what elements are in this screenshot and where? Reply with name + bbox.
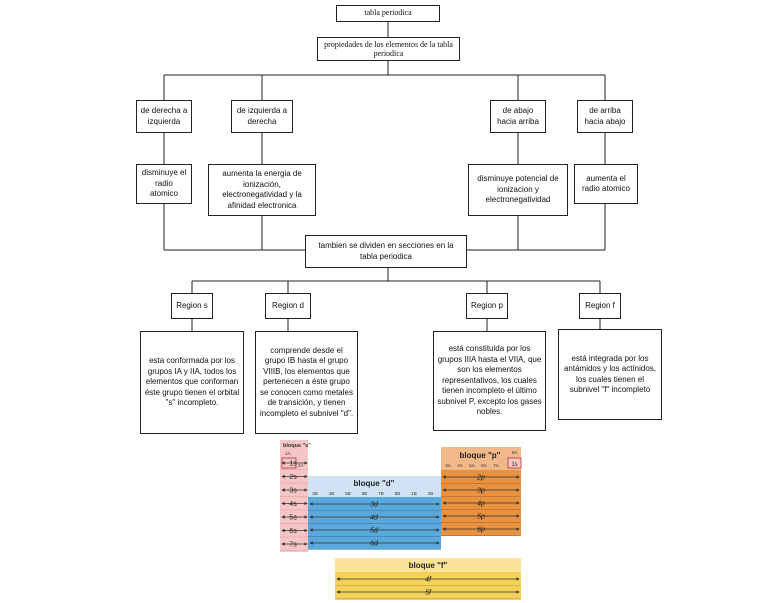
s-row: 7s [281,542,308,549]
region-desc-d: comprende desde el grupo IB hasta el gru… [255,331,358,434]
sections-node: tambien se dividen en secciones en la ta… [305,235,467,268]
d-block: bloque "d" 3B 4B 5B 6B 7B 8B 1B 2B 3d 4d 5d 6d [308,476,441,550]
d-block-title: bloque "d" [354,479,395,488]
d-row: 5d [309,528,440,535]
p-row-label: 6p [477,527,485,534]
p-row: 5p [442,514,520,521]
direction-node-top-bottom: de arriba hacia abajo [577,100,633,133]
direction-node-left-right: de izquierda a derecha [231,100,293,133]
s-row-label: 1s [289,461,297,468]
effect-node-bottom-top: disminuye potencial de ionizacion y elec… [468,164,568,216]
s-row-label: 3s [289,488,297,495]
f-row: 5f [336,590,520,597]
p-block-title: bloque "p" [460,451,501,460]
p-block: bloque "p" 8A 1s 3A 4A 5A 6A 7A 2p 3p 4p 5p 6p [441,447,522,536]
d-group-label: 7B [378,491,384,496]
effect-node-left-right: aumenta la energia de ionización, electr… [208,164,316,216]
f-row-label: 5f [425,590,432,597]
f-row: 4f [336,577,520,584]
region-desc-p: está constituida por los grupos IIIA has… [433,331,546,431]
s-row: 1s [281,461,308,468]
s-row: 6s [281,528,308,535]
p-row-label: 2p [476,475,485,482]
s-row: 4s [281,501,308,508]
p-group-he: 8A [512,450,518,455]
d-group-label: 4B [329,491,335,496]
direction-node-right-left: de derecha a izquierda [136,100,192,133]
s-row: 5s [281,515,308,522]
d-group-label: 2B [428,491,434,496]
d-group-label: 8B [395,491,401,496]
region-node-s: Region s [171,293,213,319]
d-row: 4d [309,515,440,522]
d-row-label: 3d [370,502,379,509]
region-node-d: Region d [265,293,311,319]
region-desc-f: está integrada por los antámidos y los a… [558,329,662,420]
s-row: 3s [281,488,308,495]
region-node-f: Region f [579,293,621,319]
p-row: 4p [442,501,520,508]
p-row-label: 5p [477,514,485,521]
s-block-title: bloque "s" [283,443,311,449]
p-row-label: 4p [477,501,485,508]
d-row-label: 5d [370,528,379,535]
f-row-label: 4f [425,577,432,584]
d-row: 6d [309,541,440,548]
region-node-p: Region p [466,293,508,319]
d-group-label: 1B [411,491,417,496]
effect-node-top-bottom: aumenta el radio atomico [574,164,638,204]
s-group2-label: 2A [298,463,304,468]
p-group-label: 4A [457,463,463,468]
region-desc-s: esta conformada por los grupos IA y IIA,… [140,331,244,434]
s-row-label: 5s [289,515,297,522]
s-row: 2s [281,474,308,481]
p-group-label: 6A [481,463,487,468]
f-block: bloque "f" 4f 5f [335,558,521,600]
s-group-label: 1A [285,451,291,456]
f-block-title: bloque "f" [409,561,448,570]
p-row-label: 3p [477,488,485,495]
p-group-label: 5A [469,463,475,468]
p-row: 3p [442,488,520,495]
p-he-label: 1s [511,462,517,468]
p-row: 2p [442,475,520,482]
effect-node-right-left: disminuye el radio atomico [136,164,192,204]
d-group-label: 3B [312,491,318,496]
p-row: 6p [442,527,520,534]
s-row-label: 6s [289,528,297,535]
s-block: bloque "s" 1A 2A 1s 2s 3s 4s 5s 6s 7s [280,440,311,552]
d-row-label: 6d [370,541,379,548]
s-row-label: 2s [289,474,297,481]
root-node: tabla periodica [336,5,440,22]
s-row-label: 4s [289,501,297,508]
s-row-label: 7s [289,542,297,549]
d-row-label: 4d [370,515,379,522]
properties-node: propiedades de los elementos de la tabla… [317,37,460,61]
p-group-label: 3A [445,463,451,468]
d-group-label: 6B [362,491,368,496]
d-row: 3d [309,502,440,509]
p-group-label: 7A [493,463,499,468]
d-group-label: 5B [345,491,351,496]
direction-node-bottom-top: de abajo hacia arriba [490,100,546,133]
